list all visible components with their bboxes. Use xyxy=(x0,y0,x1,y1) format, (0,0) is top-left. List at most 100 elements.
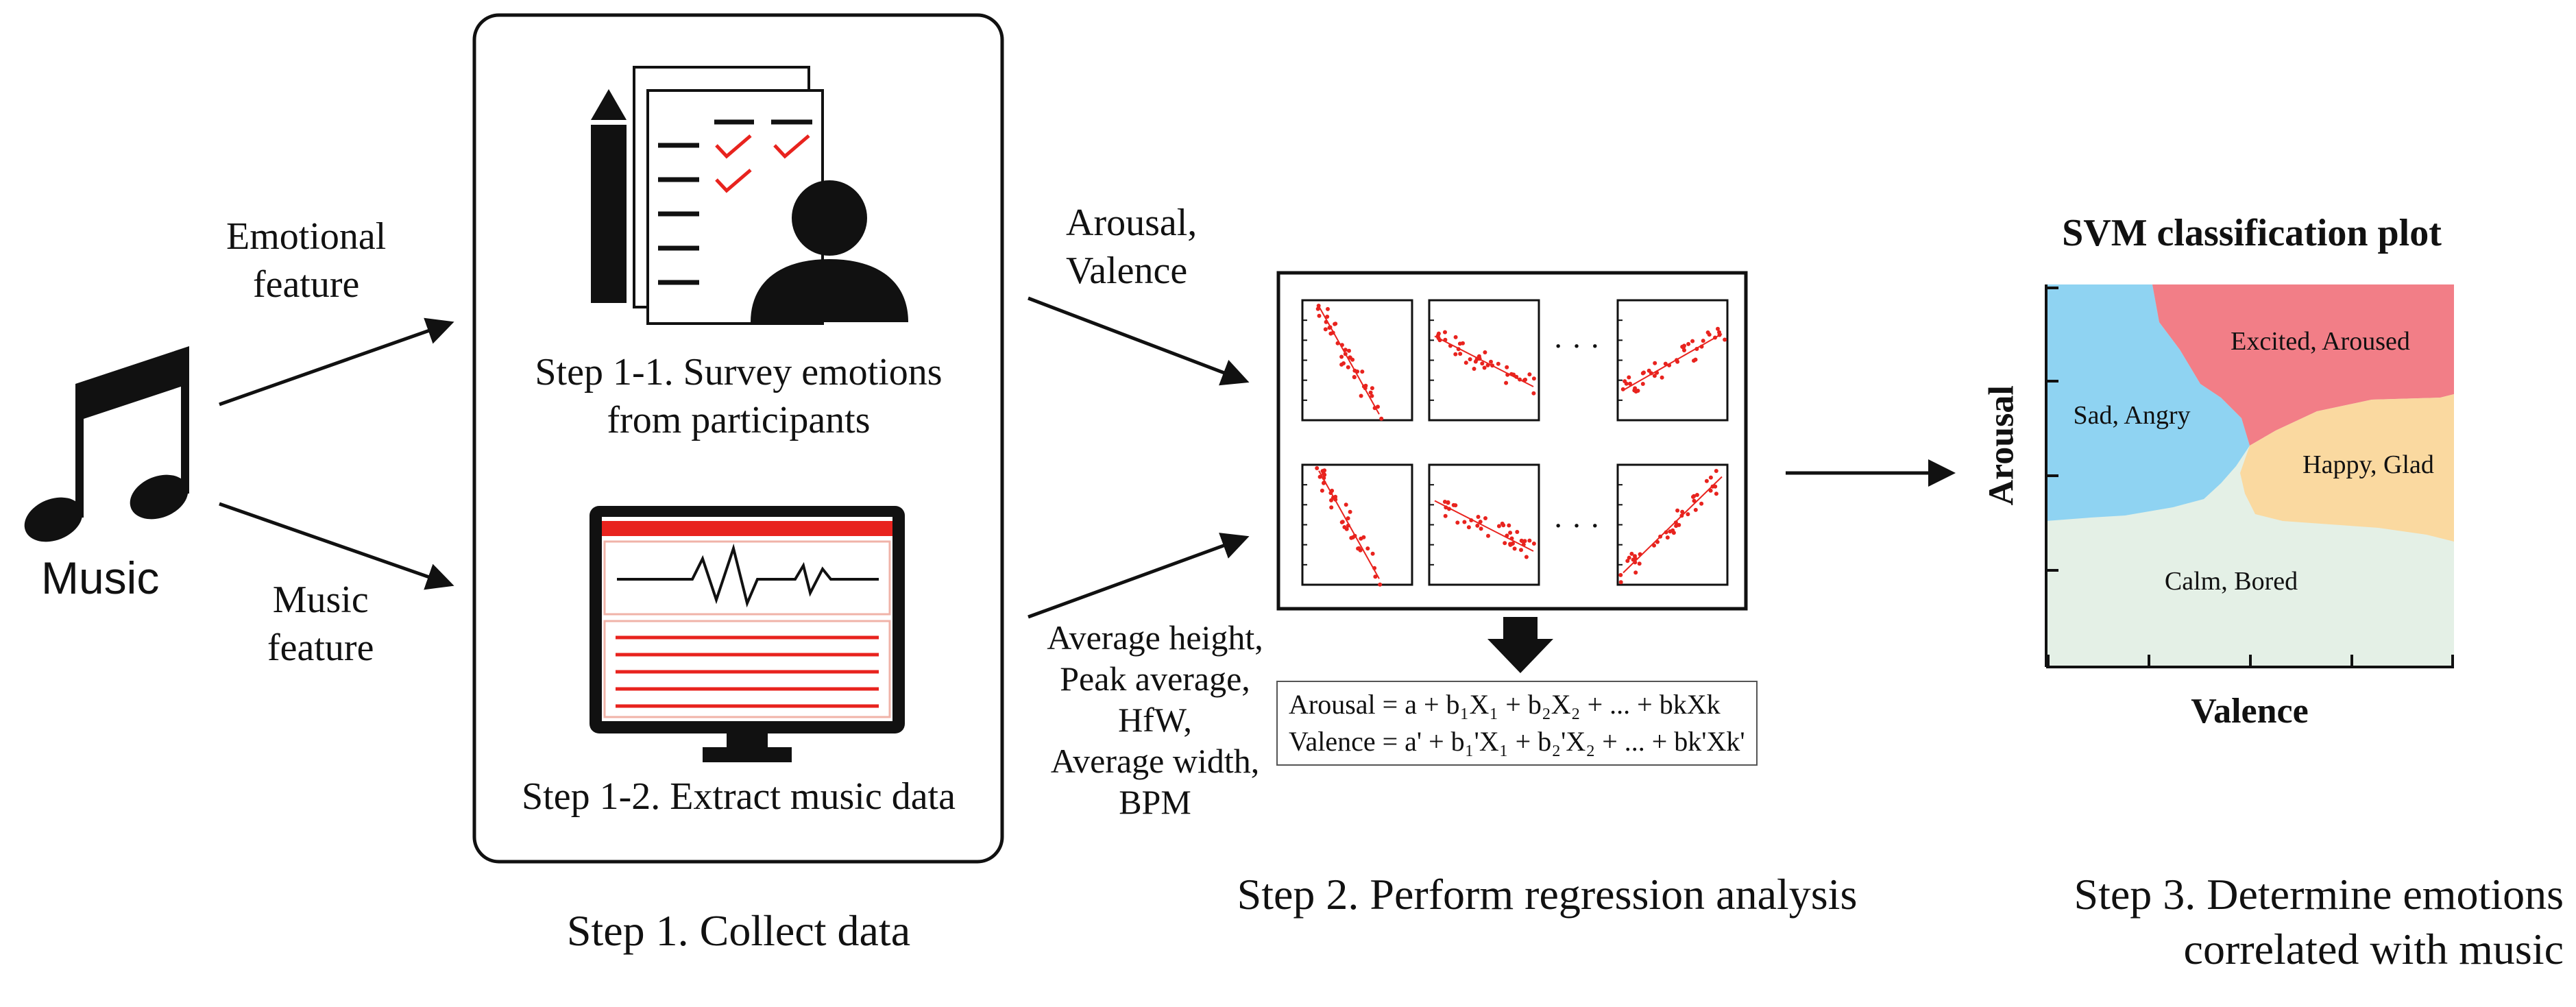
step3-caption-line2: correlated with music xyxy=(2183,925,2564,973)
mini-scatter-point xyxy=(1512,546,1517,551)
mini-scatter-point xyxy=(1317,474,1322,479)
mini-scatter-point xyxy=(1468,357,1472,362)
mini-scatter-point xyxy=(1322,481,1326,485)
mini-scatter-point xyxy=(1682,348,1686,352)
mini-scatter-point xyxy=(1339,354,1344,359)
mini-scatter-point xyxy=(1507,523,1511,528)
survey-step-label: Step 1-1. Survey emotions from participa… xyxy=(497,348,980,444)
mini-scatter-point xyxy=(1627,375,1631,380)
mini-scatter-point xyxy=(1713,335,1717,340)
mini-scatter-point xyxy=(1322,472,1326,476)
mini-scatter-point xyxy=(1352,375,1357,379)
arrow-music-data xyxy=(1028,533,1250,619)
music-feature-label: Music feature xyxy=(267,576,374,672)
mini-scatter-point xyxy=(1699,501,1704,506)
mini-scatter-point xyxy=(1514,374,1519,379)
feature-peak-average: Peak average, xyxy=(1060,659,1250,698)
mini-scatter-point xyxy=(1527,372,1532,377)
mini-scatter-point xyxy=(1315,306,1320,311)
mini-scatter-point xyxy=(1623,379,1627,384)
mini-scatter-point xyxy=(1649,371,1653,376)
mini-scatter-point xyxy=(1442,500,1447,504)
mini-scatter-point xyxy=(1505,533,1509,538)
mini-regression-line xyxy=(1623,476,1723,574)
mini-scatter-point xyxy=(1370,551,1375,556)
mini-scatter-point xyxy=(1638,552,1642,557)
arousal-valence-line1: Arousal, xyxy=(1066,202,1198,244)
mini-scatter-point xyxy=(1674,524,1679,529)
mini-scatter-point xyxy=(1352,533,1357,538)
mini-scatter-point xyxy=(1527,538,1532,543)
mini-scatter-point xyxy=(1326,306,1330,311)
mini-scatter-point xyxy=(1511,372,1516,377)
mini-scatter-point xyxy=(1503,541,1507,546)
equation-valence: Valence = a' + b₁'X₁ + b₂'X₂ + ... + bk'… xyxy=(1289,726,1745,757)
mini-scatter-point xyxy=(1328,325,1333,330)
mini-scatter-point xyxy=(1347,348,1351,353)
mini-scatter-point xyxy=(1317,313,1322,318)
mini-scatter-point xyxy=(1379,416,1384,421)
mini-scatter-point xyxy=(1640,382,1645,386)
mini-scatter-point xyxy=(1620,387,1625,391)
mini-scatter-point xyxy=(1637,561,1642,566)
mini-scatter-point xyxy=(1509,536,1514,541)
mini-scatter-frame xyxy=(1616,299,1729,422)
mini-scatter-point xyxy=(1690,339,1695,343)
step3-caption: Step 3. Determine emotions correlated wi… xyxy=(1940,867,2564,977)
emotional-feature-line1: Emotional xyxy=(226,215,387,258)
mini-scatter-point xyxy=(1675,358,1679,363)
mini-scatter-point xyxy=(1653,361,1657,365)
mini-scatter-point xyxy=(1370,393,1374,398)
mini-scatter-point xyxy=(1328,331,1333,336)
mini-scatter-point xyxy=(1523,377,1528,382)
mini-scatter-point xyxy=(1341,361,1346,365)
mini-scatter-point xyxy=(1618,580,1623,585)
mini-scatter-point xyxy=(1519,548,1523,553)
mini-scatter-point xyxy=(1476,515,1481,519)
label-excited-aroused: Excited, Aroused xyxy=(2231,327,2410,356)
mini-scatter-point xyxy=(1329,505,1334,510)
mini-scatter-point xyxy=(1667,363,1672,367)
mini-scatter-point xyxy=(1359,393,1363,398)
mini-scatter-point xyxy=(1436,331,1441,336)
mini-scatter-point xyxy=(1633,389,1638,394)
mini-scatter-point xyxy=(1642,370,1646,375)
mini-scatter-point xyxy=(1716,326,1720,331)
mini-scatter-point xyxy=(1453,352,1458,356)
extracted-features-label: Average height, Peak average, HfW, Avera… xyxy=(1032,617,1278,823)
mini-scatter-point xyxy=(1655,370,1660,375)
mini-scatter-point xyxy=(1519,538,1524,543)
mini-scatter-frame xyxy=(1301,299,1413,422)
mini-scatter-point xyxy=(1652,543,1656,548)
monitor-icon xyxy=(590,506,905,762)
mini-regression-line xyxy=(1318,306,1380,415)
mini-scatter-point xyxy=(1505,365,1509,369)
svm-ylabel: Arousal xyxy=(1982,385,2021,506)
mini-scatter-point xyxy=(1627,555,1631,560)
mini-scatter-point xyxy=(1343,348,1348,352)
mini-scatter-point xyxy=(1518,377,1522,382)
mini-scatter-point xyxy=(1461,341,1465,345)
mini-scatter-point xyxy=(1333,321,1338,326)
mini-scatter-point xyxy=(1679,513,1684,518)
mini-scatter-point xyxy=(1629,551,1634,556)
mini-scatter-point xyxy=(1686,341,1691,346)
mini-scatter-point xyxy=(1660,375,1664,380)
pencil-icon xyxy=(591,89,627,303)
step1-caption: Step 1. Collect data xyxy=(566,906,911,955)
survey-step-line1: Step 1-1. Survey emotions xyxy=(535,351,943,393)
arrow-arousal-valence xyxy=(1028,296,1250,386)
mini-scatter-point xyxy=(1477,356,1482,361)
mini-scatter-point xyxy=(1378,582,1383,587)
mini-scatter-point xyxy=(1714,492,1718,496)
mini-scatter-point xyxy=(1628,381,1632,386)
mini-scatter-point xyxy=(1663,361,1668,366)
mini-scatter-point xyxy=(1348,355,1352,360)
mini-scatter-point xyxy=(1717,330,1721,335)
mini-scatter-point xyxy=(1330,496,1335,500)
mini-regression-line xyxy=(1434,500,1534,552)
mini-scatter-point xyxy=(1346,365,1350,369)
mini-scatter-point xyxy=(1444,505,1448,510)
mini-scatter-point xyxy=(1455,520,1460,525)
